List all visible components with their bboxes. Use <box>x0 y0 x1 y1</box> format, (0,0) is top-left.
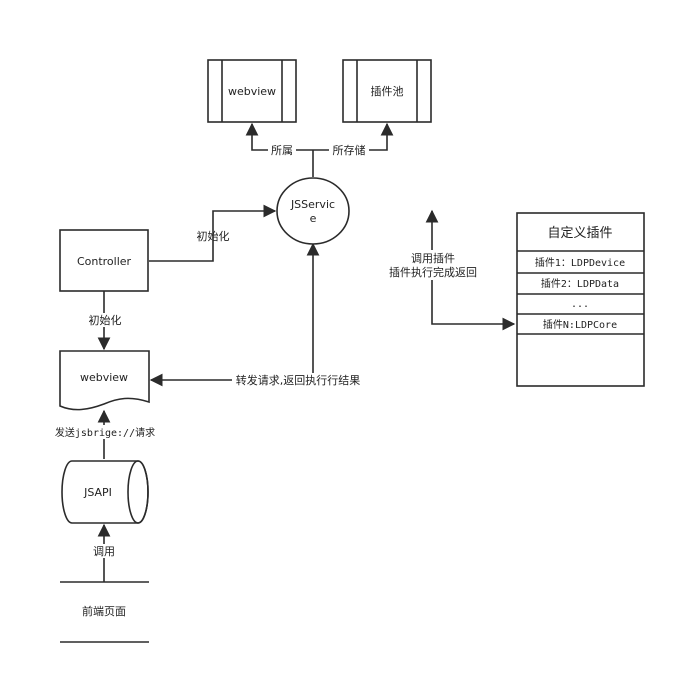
jsapi-label: JSAPI <box>83 486 112 499</box>
plugin-return-label: 插件执行完成返回 <box>389 265 477 279</box>
plugin-pool-label: 插件池 <box>371 84 404 98</box>
plugin-item-n: 插件N:LDPCore <box>543 318 617 331</box>
belongs-label: 所属 <box>271 144 293 157</box>
edge-jsservice-plugins <box>425 209 516 331</box>
custom-plugins-list: 自定义插件 插件1：LDPDevice 插件2：LDPData ... 插件N:… <box>516 212 645 387</box>
controller-box: Controller <box>59 229 149 292</box>
webview-document-shape: webview <box>59 350 150 411</box>
frontend-page-store: 前端页面 <box>60 581 149 643</box>
plugin-item-1: 插件1：LDPDevice <box>535 256 625 269</box>
frontend-page-label: 前端页面 <box>82 604 126 618</box>
send-request-label: 发送jsbrige://请求 <box>55 426 155 439</box>
stores-label: 所存储 <box>333 143 366 157</box>
plugin-item-2: 插件2：LDPData <box>541 277 619 290</box>
jsservice-label-2: e <box>310 212 317 225</box>
forward-label: 转发请求,返回执行行结果 <box>236 373 361 387</box>
edge-label-belongs: 所属 <box>268 143 296 157</box>
call-label: 调用 <box>93 545 115 558</box>
jsservice-label-1: JSServic <box>290 198 335 211</box>
webview-top-label: webview <box>228 85 276 98</box>
plugin-pool-box: 插件池 <box>342 59 432 123</box>
custom-plugins-title: 自定义插件 <box>547 226 612 241</box>
init-service-label: 初始化 <box>197 229 230 243</box>
init-webview-label: 初始化 <box>89 313 122 327</box>
webview-doc-label: webview <box>80 371 128 384</box>
webview-module-box: webview <box>207 59 297 123</box>
plugin-item-ellipsis: ... <box>571 299 589 310</box>
edge-jsservice-webview <box>149 242 320 387</box>
call-plugin-label: 调用插件 <box>411 251 455 265</box>
controller-label: Controller <box>77 255 132 268</box>
jsapi-cylinder: JSAPI <box>61 460 149 524</box>
jsservice-node: JSServic e <box>276 177 350 245</box>
edge-label-stores: 所存储 <box>329 143 369 157</box>
